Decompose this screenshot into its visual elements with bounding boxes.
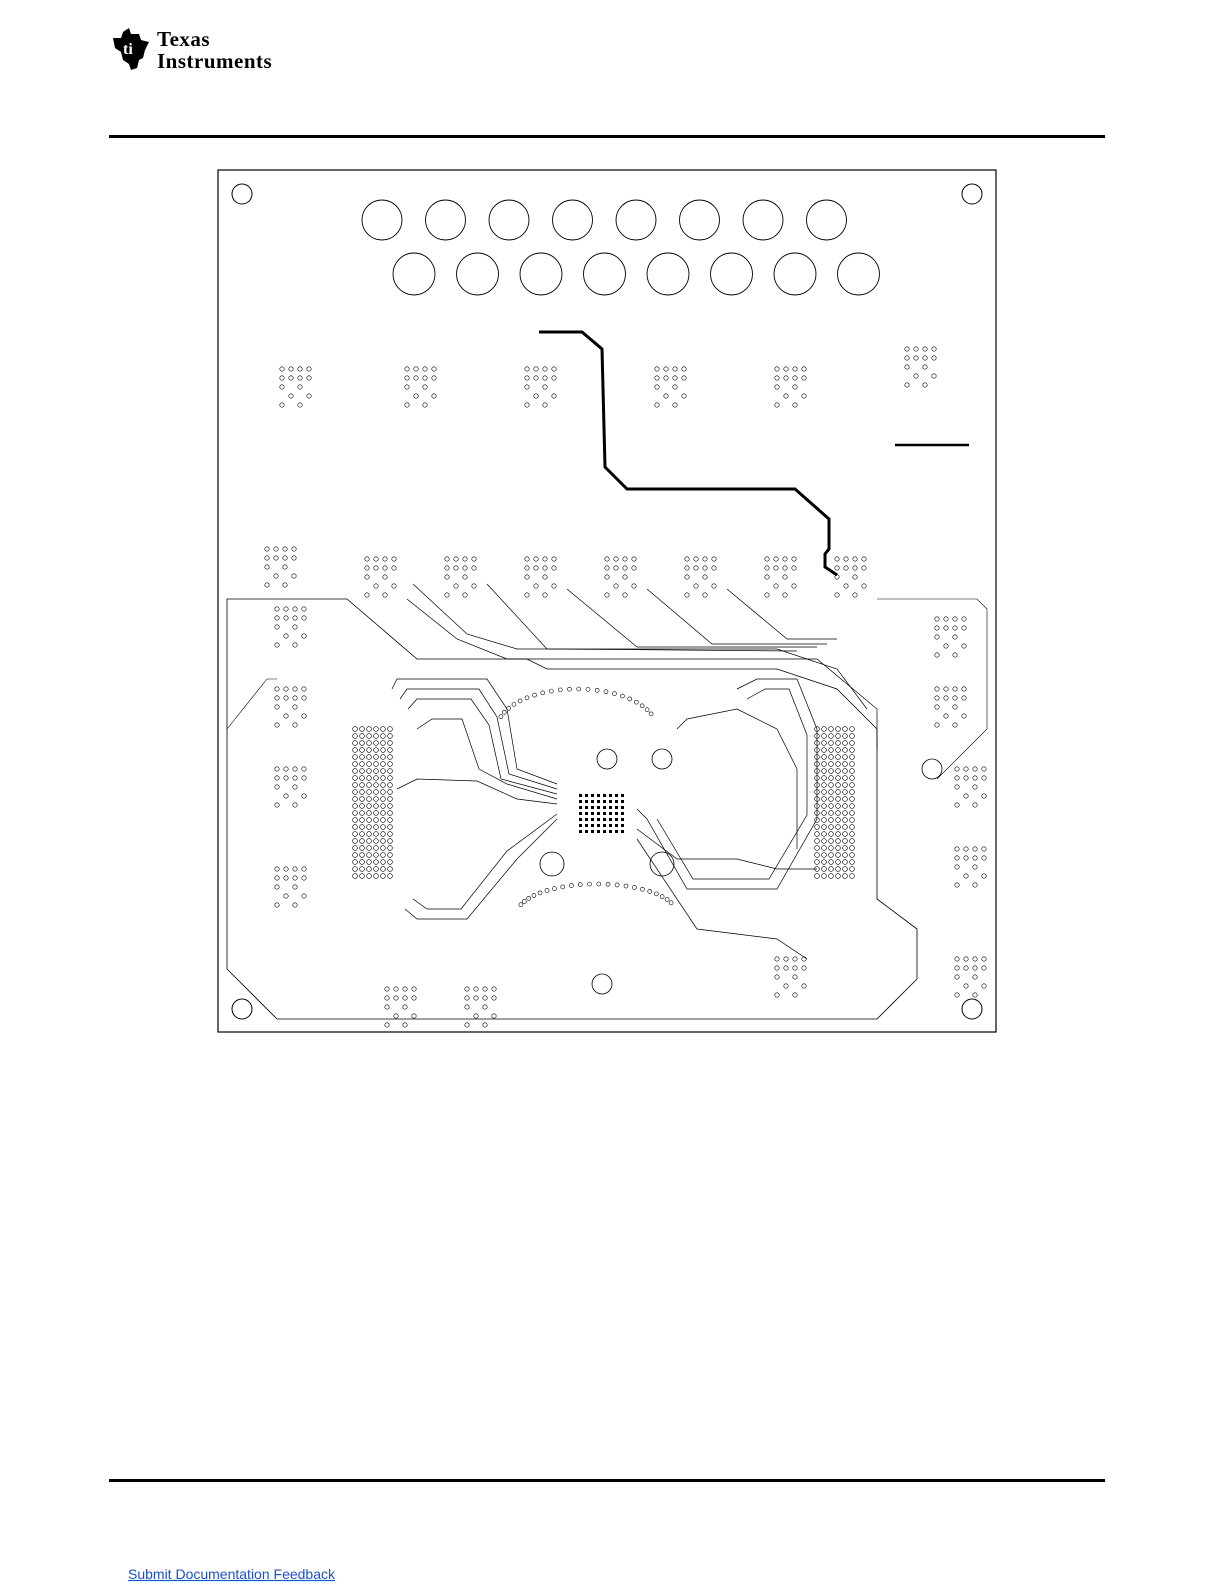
center-bga-ball <box>591 812 594 815</box>
center-bga-ball <box>615 824 618 827</box>
center-bga-ball <box>615 800 618 803</box>
center-bga-ball <box>597 830 600 833</box>
brand-line-2: Instruments <box>157 50 272 72</box>
center-bga-ball <box>621 824 624 827</box>
center-bga-ball <box>603 830 606 833</box>
center-bga-ball <box>609 830 612 833</box>
center-bga-ball <box>585 800 588 803</box>
center-bga-ball <box>621 812 624 815</box>
center-bga-ball <box>597 818 600 821</box>
center-bga-ball <box>597 806 600 809</box>
center-bga-ball <box>603 806 606 809</box>
center-bga-ball <box>609 824 612 827</box>
center-bga-ball <box>603 812 606 815</box>
center-bga-ball <box>579 806 582 809</box>
center-bga-ball <box>615 818 618 821</box>
header-rule <box>109 135 1105 138</box>
center-bga-ball <box>597 800 600 803</box>
center-bga-ball <box>585 824 588 827</box>
center-bga-ball <box>615 830 618 833</box>
pcb-layout-figure <box>217 169 997 1033</box>
center-bga-ball <box>579 812 582 815</box>
submit-feedback-link[interactable]: Submit Documentation Feedback <box>128 1566 335 1582</box>
footer-rule <box>109 1479 1105 1482</box>
center-bga-ball <box>585 806 588 809</box>
center-bga-ball <box>621 806 624 809</box>
center-bga-ball <box>609 806 612 809</box>
center-bga-ball <box>609 800 612 803</box>
ti-logo: ti Texas Instruments <box>109 24 309 74</box>
brand-name: Texas Instruments <box>157 28 272 72</box>
svg-text:ti: ti <box>123 41 133 58</box>
center-bga-ball <box>579 800 582 803</box>
center-bga-ball <box>603 818 606 821</box>
board-frame <box>218 170 996 1032</box>
brand-line-1: Texas <box>157 28 272 50</box>
center-bga-ball <box>621 800 624 803</box>
center-bga-ball <box>597 824 600 827</box>
center-bga-ball <box>609 812 612 815</box>
center-bga-ball <box>591 806 594 809</box>
center-bga-ball <box>597 812 600 815</box>
center-bga-ball <box>585 830 588 833</box>
ti-state-logo-icon: ti <box>109 24 155 74</box>
center-bga-ball <box>615 812 618 815</box>
center-bga-ball <box>579 794 582 797</box>
center-bga-ball <box>591 794 594 797</box>
center-bga-ball <box>585 818 588 821</box>
center-bga-ball <box>615 806 618 809</box>
center-bga-ball <box>603 794 606 797</box>
center-bga-ball <box>621 794 624 797</box>
center-bga-ball <box>603 824 606 827</box>
center-bga-ball <box>585 812 588 815</box>
center-bga-ball <box>579 824 582 827</box>
center-bga-ball <box>609 818 612 821</box>
center-bga-ball <box>621 830 624 833</box>
center-bga-ball <box>591 800 594 803</box>
center-bga-ball <box>597 794 600 797</box>
center-bga-ball <box>603 800 606 803</box>
center-bga-ball <box>591 830 594 833</box>
center-bga-ball <box>621 818 624 821</box>
center-bga-ball <box>579 830 582 833</box>
center-bga-ball <box>591 818 594 821</box>
center-bga-ball <box>591 824 594 827</box>
center-bga-ball <box>579 818 582 821</box>
center-bga-ball <box>615 794 618 797</box>
center-bga-ball <box>585 794 588 797</box>
center-bga-ball <box>609 794 612 797</box>
